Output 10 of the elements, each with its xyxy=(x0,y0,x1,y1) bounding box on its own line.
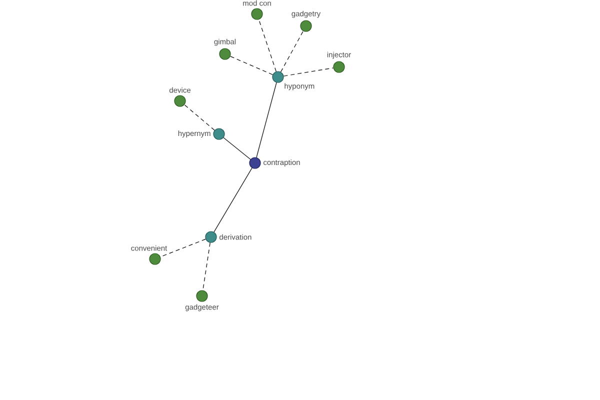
connector-line xyxy=(283,68,334,76)
connector-line xyxy=(223,137,251,160)
connector-line xyxy=(280,30,304,72)
connector-line xyxy=(184,104,215,131)
connector-line xyxy=(160,238,206,258)
connector-line xyxy=(256,82,277,158)
connector-line xyxy=(214,168,252,232)
connector-line xyxy=(202,242,210,291)
connector-line xyxy=(258,19,277,72)
connector-line xyxy=(230,56,274,76)
